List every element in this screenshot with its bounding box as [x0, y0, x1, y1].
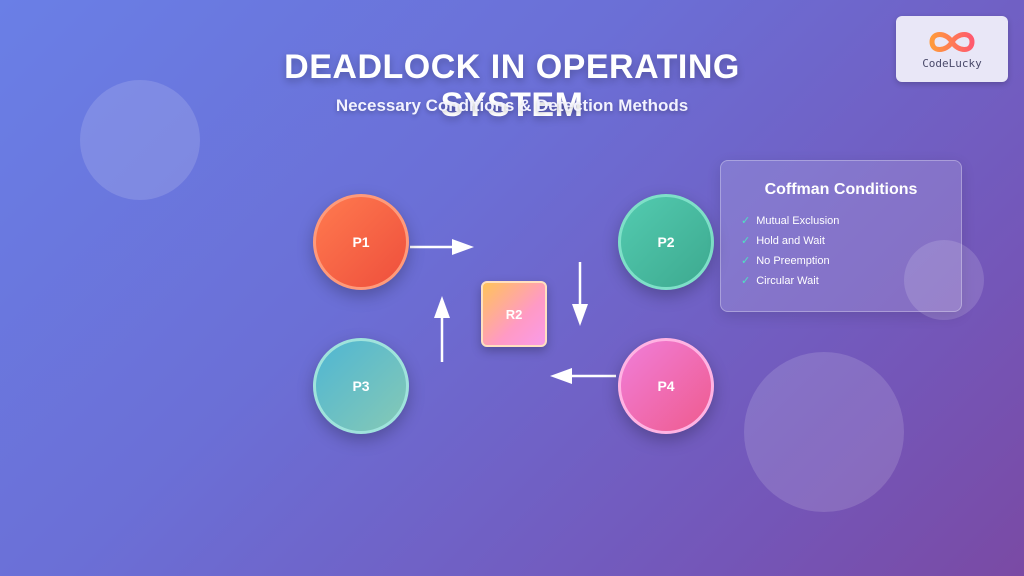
- logo-text: CodeLucky: [922, 56, 982, 70]
- process-label-p3: P3: [352, 378, 370, 394]
- condition-item: ✓ Circular Wait: [741, 271, 839, 291]
- coffman-conditions-panel: Coffman Conditions ✓ Mutual Exclusion ✓ Ho…: [720, 160, 962, 312]
- process-node-p4: P4: [618, 338, 714, 434]
- check-icon: ✓: [741, 275, 751, 287]
- edge-p1-to-r2: [410, 239, 474, 255]
- check-icon: ✓: [741, 235, 751, 247]
- resource-label-r2: R2: [505, 306, 523, 322]
- header: DEADLOCK IN OPERATING SYSTEM: [0, 48, 1024, 124]
- process-node-p3: P3: [313, 338, 409, 434]
- infinity-logo-icon: [929, 31, 975, 52]
- condition-item: ✓ No Preemption: [741, 251, 839, 271]
- condition-item: ✓ Hold and Wait: [741, 231, 839, 251]
- process-node-p2: P2: [618, 194, 714, 290]
- process-label-p4: P4: [657, 378, 675, 394]
- decorative-bubble-right: [904, 240, 984, 320]
- process-label-p2: P2: [657, 234, 675, 250]
- page-title: DEADLOCK IN OPERATING SYSTEM: [284, 48, 740, 124]
- condition-label: Circular Wait: [756, 275, 819, 287]
- check-icon: ✓: [741, 255, 751, 267]
- condition-item: ✓ Mutual Exclusion: [741, 211, 839, 231]
- edge-p2-to-r2: [572, 262, 588, 326]
- process-node-p1: P1: [313, 194, 409, 290]
- condition-label: Mutual Exclusion: [756, 215, 840, 227]
- panel-title: Coffman Conditions: [764, 181, 918, 198]
- page-subtitle: Necessary Conditions & Detection Methods: [335, 96, 689, 115]
- resource-node-r2: R2: [481, 281, 547, 347]
- check-icon: ✓: [741, 215, 751, 227]
- conditions-list: ✓ Mutual Exclusion ✓ Hold and Wait ✓ No Pre…: [741, 211, 839, 291]
- logo[interactable]: CodeLucky: [896, 16, 1008, 82]
- decorative-bubble-left: [80, 80, 200, 200]
- decorative-bubble-bottom-right: [744, 352, 904, 512]
- edge-p3-to-r2: [434, 296, 450, 362]
- condition-label: Hold and Wait: [756, 235, 825, 247]
- process-label-p1: P1: [352, 234, 370, 250]
- condition-label: No Preemption: [756, 255, 830, 267]
- edge-p4-to-r2: [550, 368, 616, 384]
